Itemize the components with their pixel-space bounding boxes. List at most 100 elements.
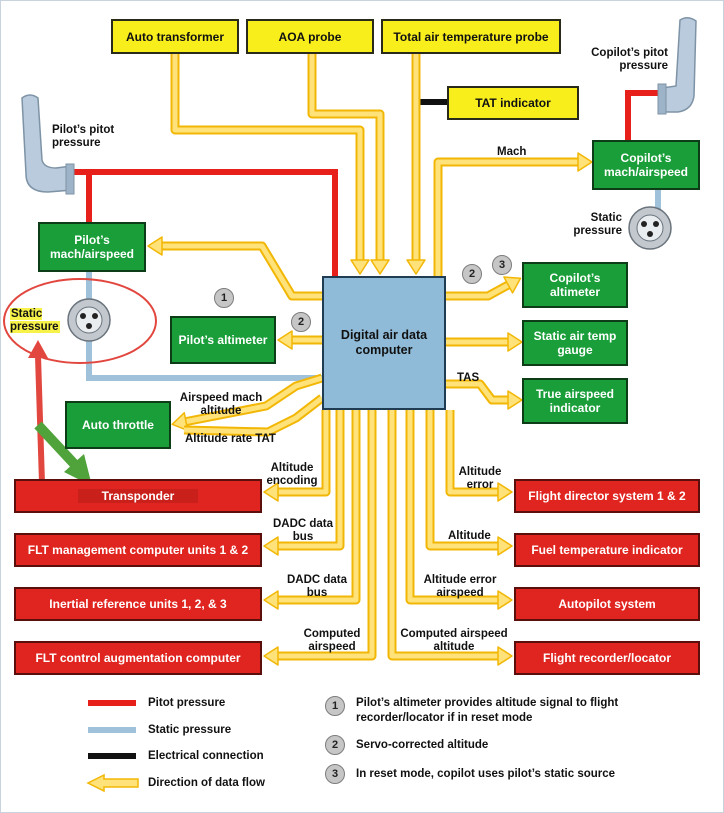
true-airspeed-indicator-box: True airspeed indicator xyxy=(522,378,628,424)
flow-arrowhead xyxy=(263,590,279,610)
flight-recorder-locator-box: Flight recorder/locator xyxy=(514,641,700,675)
note-3-marker: 3 xyxy=(325,764,345,784)
pilot-pitot-probe-icon xyxy=(21,94,75,195)
legend-flow-label: Direction of data flow xyxy=(148,777,265,789)
flow-out-transponder xyxy=(263,410,331,502)
flow-out-inertial xyxy=(263,410,361,610)
computed-airspeed-altitude-label: Computed airspeed altitude xyxy=(400,628,508,653)
computed-airspeed-label: Computed airspeed xyxy=(303,628,361,653)
legend-flow-arrow-icon xyxy=(86,773,139,793)
marker-2-left: 2 xyxy=(291,312,311,332)
flow-arrowhead xyxy=(263,646,279,666)
flow-arrowhead xyxy=(497,536,513,556)
flow-out-auto-throttle-2 xyxy=(183,394,325,437)
note-2-marker: 2 xyxy=(325,735,345,755)
copilot-altimeter-box: Copilot’s altimeter xyxy=(522,262,628,308)
note-1-text: Pilot’s altimeter provides altitude sign… xyxy=(356,697,619,724)
aoa-probe-box: AOA probe xyxy=(246,19,374,54)
legend-pitot-label: Pitot pressure xyxy=(148,697,226,709)
legend-static-label: Static pressure xyxy=(148,724,232,736)
auto-throttle-box: Auto throttle xyxy=(65,401,171,449)
auto-transformer-box: Auto transformer xyxy=(111,19,239,54)
flow-input-tat-probe xyxy=(406,54,426,275)
flow-arrowhead xyxy=(350,259,370,275)
pilot-pitot-pressure-label: Pilot’s pitot pressure xyxy=(52,124,115,149)
flow-arrowhead xyxy=(147,236,163,256)
tas-flow-label: TAS xyxy=(457,372,480,384)
flow-out-auto-throttle xyxy=(171,373,324,432)
note-1-marker: 1 xyxy=(325,696,345,716)
flow-out-flt-control xyxy=(263,410,377,666)
flow-out-copilot-altimeter xyxy=(446,276,522,301)
copilot-static-port-icon xyxy=(628,206,672,250)
digital-air-data-computer-box: Digital air data computer xyxy=(322,276,446,410)
flow-out-flight-recorder xyxy=(387,410,513,666)
static-air-temp-gauge-box: Static air temp gauge xyxy=(522,320,628,366)
pilot-static-pressure-label: Static pressure xyxy=(10,308,66,334)
flow-arrowhead xyxy=(497,646,513,666)
altitude-label: Altitude xyxy=(448,530,491,542)
marker-1: 1 xyxy=(214,288,234,308)
flow-arrowhead xyxy=(263,482,279,502)
flow-arrowhead xyxy=(370,259,390,275)
flow-arrowhead xyxy=(577,152,593,172)
flow-arrowhead xyxy=(497,590,513,610)
tat-probe-box: Total air temperature probe xyxy=(381,19,561,54)
flow-out-static-air-temp xyxy=(446,332,523,352)
static-pressure-highlight-ellipse xyxy=(3,278,157,364)
pilot-static-port-icon xyxy=(67,298,111,342)
copilot-mach-airspeed-box: Copilot’s mach/airspeed xyxy=(592,140,700,190)
note-3-text: In reset mode, copilot uses pilot’s stat… xyxy=(356,768,616,780)
legend-electrical-label: Electrical connection xyxy=(148,750,264,762)
flow-arrowhead xyxy=(503,276,522,294)
pilot-altimeter-box: Pilot’s altimeter xyxy=(170,316,276,364)
dadc-data-bus-label-1: DADC data bus xyxy=(272,518,334,543)
copilot-static-pressure-label: Static pressure xyxy=(573,212,622,237)
flow-arrowhead xyxy=(507,390,523,410)
flow-out-pilot-altimeter xyxy=(277,330,322,350)
flow-out-pilot-mach xyxy=(147,236,322,301)
note-2-text: Servo-corrected altitude xyxy=(356,739,489,751)
annotation-green-arrowhead xyxy=(64,454,92,486)
flow-input-auto-transformer xyxy=(170,54,370,275)
mach-flow-label: Mach xyxy=(497,146,527,158)
copilot-pitot-pressure-label: Copilot’s pitot pressure xyxy=(591,47,668,72)
altitude-encoding-label: Altitude encoding xyxy=(266,462,318,487)
flt-management-computer-box: FLT management computer units 1 & 2 xyxy=(14,533,262,567)
annotation-red-arrow-line xyxy=(35,355,45,484)
flow-input-aoa-probe xyxy=(307,54,390,275)
static-pressure-highlight: Static pressure xyxy=(10,308,60,333)
marker-3: 3 xyxy=(492,255,512,275)
annotation-green-arrow-line xyxy=(34,421,82,472)
airspeed-mach-altitude-label: Airspeed mach altitude xyxy=(179,392,263,417)
flow-out-true-airspeed xyxy=(446,379,523,410)
altitude-error-airspeed-label: Altitude error airspeed xyxy=(423,574,497,599)
flow-arrowhead xyxy=(263,536,279,556)
pilot-mach-airspeed-box: Pilot’s mach/airspeed xyxy=(38,222,146,272)
flow-out-flt-mgmt xyxy=(263,410,345,556)
flow-arrowhead xyxy=(171,412,189,432)
flow-arrowhead xyxy=(277,330,293,350)
marker-2-right: 2 xyxy=(462,264,482,284)
flow-out-flight-director xyxy=(445,410,513,502)
flow-out-copilot-mach xyxy=(433,152,593,276)
flow-arrowhead xyxy=(497,482,513,502)
transponder-label: Transponder xyxy=(77,489,199,503)
flow-out-fuel-temp xyxy=(425,410,513,556)
data-flow-arrows xyxy=(147,54,593,666)
altitude-rate-tat-label: Altitude rate TAT xyxy=(185,433,276,445)
flt-control-augmentation-box: FLT control augmentation computer xyxy=(14,641,262,675)
autopilot-system-box: Autopilot system xyxy=(514,587,700,621)
flow-arrowhead xyxy=(507,332,523,352)
dadc-data-bus-label-2: DADC data bus xyxy=(286,574,348,599)
inertial-reference-units-box: Inertial reference units 1, 2, & 3 xyxy=(14,587,262,621)
fuel-temperature-indicator-box: Fuel temperature indicator xyxy=(514,533,700,567)
tat-indicator-box: TAT indicator xyxy=(447,86,579,120)
flight-director-system-box: Flight director system 1 & 2 xyxy=(514,479,700,513)
copilot-pitot-probe-icon xyxy=(657,17,697,115)
annotation-red-arrowhead xyxy=(28,340,48,358)
altitude-error-label: Altitude error xyxy=(458,466,502,491)
flow-out-autopilot xyxy=(405,410,513,610)
flow-arrowhead xyxy=(406,259,426,275)
